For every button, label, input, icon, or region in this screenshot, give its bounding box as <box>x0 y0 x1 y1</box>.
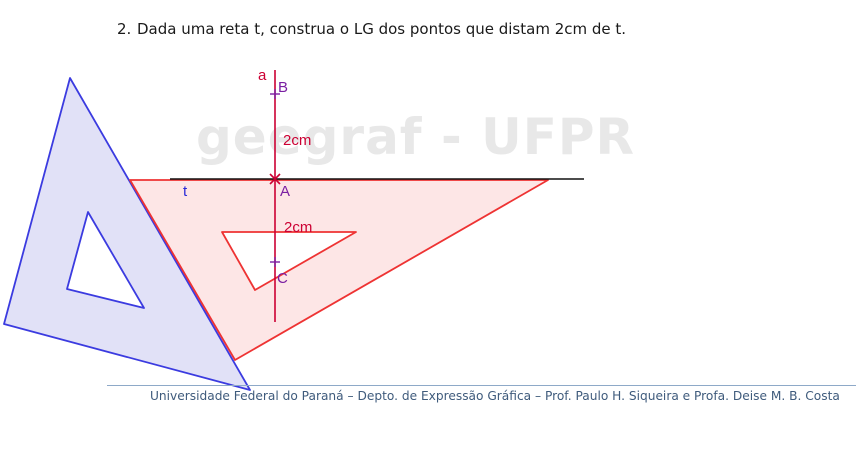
footer-divider <box>107 385 856 386</box>
blue-set-square <box>3 77 251 391</box>
question-statement: Dada uma reta t, construa o LG dos ponto… <box>137 20 627 38</box>
point-c-label: C <box>277 270 288 287</box>
red-set-square <box>129 179 549 361</box>
question-text: 2. Dada uma reta t, construa o LG dos pon… <box>117 20 626 38</box>
footer-credits: Universidade Federal do Paraná – Depto. … <box>150 389 840 403</box>
line-a-label: a <box>258 67 267 84</box>
watermark: geegraf - UFPR <box>196 108 636 166</box>
distance-bottom-label: 2cm <box>284 219 312 236</box>
point-b-marker <box>270 89 280 99</box>
line-t-label: t <box>183 183 188 200</box>
question-number: 2. <box>117 20 132 38</box>
point-b-label: B <box>278 79 288 96</box>
point-c-marker <box>270 257 280 267</box>
point-a-marker <box>269 173 281 185</box>
point-a-label: A <box>280 183 290 200</box>
distance-top-label: 2cm <box>283 132 311 149</box>
